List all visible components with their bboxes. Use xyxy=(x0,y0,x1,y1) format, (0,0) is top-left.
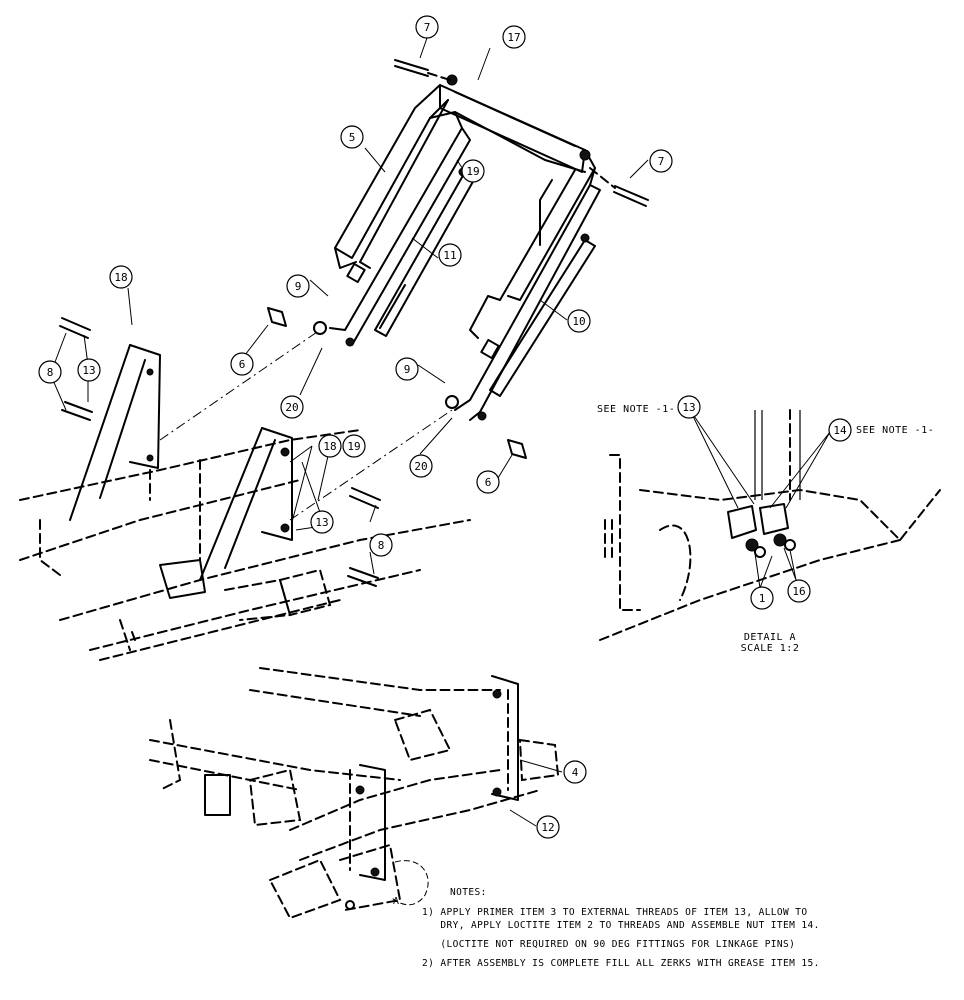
svg-text:19: 19 xyxy=(466,165,479,178)
balloon-item: 5 xyxy=(340,125,364,149)
balloon-item: 18 xyxy=(109,265,133,289)
balloon-item: 9 xyxy=(286,274,310,298)
detail-a-view xyxy=(599,409,941,641)
balloon-item: 13 xyxy=(310,510,334,534)
balloon-item: 13 xyxy=(677,395,701,419)
svg-text:9: 9 xyxy=(404,363,411,376)
balloon-item: 8 xyxy=(369,533,393,557)
svg-text:16: 16 xyxy=(792,585,805,598)
see-note-left-label: SEE NOTE -1- xyxy=(597,404,675,415)
svg-text:20: 20 xyxy=(285,401,298,414)
balloon-item: 10 xyxy=(567,309,591,333)
svg-text:7: 7 xyxy=(424,21,431,34)
balloon-item: 16 xyxy=(787,579,811,603)
balloon-item: 18 xyxy=(318,434,342,458)
svg-text:5: 5 xyxy=(349,131,356,144)
balloon-item: 17 xyxy=(502,25,526,49)
note-1-line-1: 1) APPLY PRIMER ITEM 3 TO EXTERNAL THREA… xyxy=(422,907,808,918)
svg-text:10: 10 xyxy=(572,315,585,328)
svg-text:8: 8 xyxy=(47,366,54,379)
svg-text:18: 18 xyxy=(114,271,127,284)
balloon-item: 19 xyxy=(461,159,485,183)
svg-text:6: 6 xyxy=(485,476,492,489)
svg-text:6: 6 xyxy=(239,358,246,371)
balloon-item: 8 xyxy=(38,360,62,384)
svg-text:4: 4 xyxy=(572,766,579,779)
balloon-item: 7 xyxy=(649,149,673,173)
balloon-item: 14 xyxy=(828,418,852,442)
balloon-item: 6 xyxy=(476,470,500,494)
svg-text:12: 12 xyxy=(541,821,554,834)
svg-text:19: 19 xyxy=(347,440,360,453)
svg-text:17: 17 xyxy=(507,31,520,44)
balloon-item: 4 xyxy=(563,760,587,784)
svg-text:9: 9 xyxy=(295,280,302,293)
balloon-item: 11 xyxy=(438,243,462,267)
svg-text:13: 13 xyxy=(315,516,328,529)
balloon-item: 9 xyxy=(395,357,419,381)
balloon-item: 12 xyxy=(536,815,560,839)
balloon-item: 1 xyxy=(750,586,774,610)
svg-text:20: 20 xyxy=(414,460,427,473)
detail-callout-letter: A xyxy=(393,896,399,907)
frame-mount-assembly xyxy=(19,317,471,661)
detail-scale-text: SCALE 1:2 xyxy=(740,643,800,654)
balloon-item: 20 xyxy=(280,395,304,419)
assembly-notes: NOTES: 1) APPLY PRIMER ITEM 3 TO EXTERNA… xyxy=(422,886,942,970)
svg-text:11: 11 xyxy=(443,249,456,262)
svg-text:8: 8 xyxy=(378,539,385,552)
note-2: 2) AFTER ASSEMBLY IS COMPLETE FILL ALL Z… xyxy=(422,958,820,969)
svg-text:7: 7 xyxy=(658,155,665,168)
subframe-assembly xyxy=(149,667,560,920)
detail-title-text: DETAIL A xyxy=(743,632,797,643)
balloon-item: 13 xyxy=(77,358,101,382)
balloon-item: 20 xyxy=(409,454,433,478)
svg-text:14: 14 xyxy=(833,424,847,437)
svg-text:13: 13 xyxy=(682,401,695,414)
detail-title: DETAIL A SCALE 1:2 xyxy=(730,632,810,654)
see-note-right-label: SEE NOTE -1- xyxy=(856,425,934,436)
notes-heading: NOTES: xyxy=(450,887,487,898)
balloon-set: 7 17 5 19 7 11 18 9 10 6 8 13 20 9 18 19… xyxy=(38,15,852,839)
svg-text:1: 1 xyxy=(759,592,766,605)
balloon-item: 6 xyxy=(230,352,254,376)
leader-lines xyxy=(51,37,831,827)
svg-text:18: 18 xyxy=(323,440,336,453)
svg-text:13: 13 xyxy=(82,364,95,377)
balloon-item: 19 xyxy=(342,434,366,458)
balloon-item: 7 xyxy=(415,15,439,39)
note-1-line-2: DRY, APPLY LOCTITE ITEM 2 TO THREADS AND… xyxy=(422,920,820,931)
note-1-line-3: (LOCTITE NOT REQUIRED ON 90 DEG FITTINGS… xyxy=(422,939,796,950)
